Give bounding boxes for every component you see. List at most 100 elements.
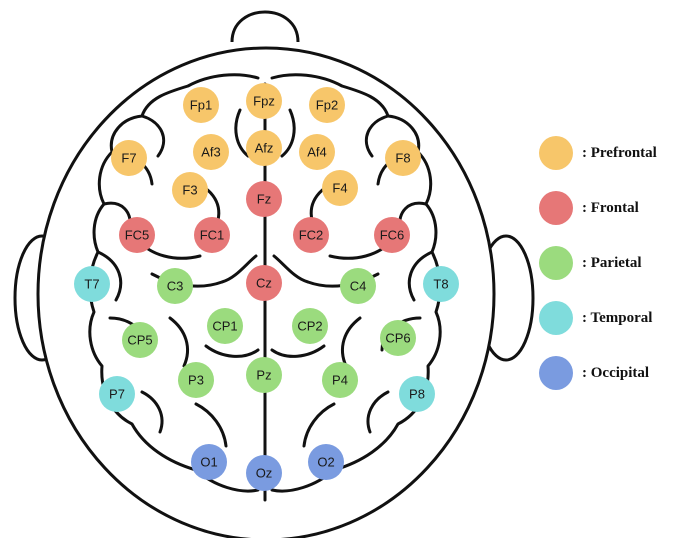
electrode-label: O1: [200, 455, 217, 470]
electrode-label: F7: [121, 151, 136, 166]
electrode-label: Cz: [256, 276, 272, 291]
electrode-label: C3: [167, 279, 184, 294]
legend-label: : Temporal: [582, 310, 652, 326]
electrode-t7: T7: [74, 266, 110, 302]
gyrus: [341, 316, 362, 368]
electrode-dot: [299, 134, 335, 170]
electrode-label: Fp1: [190, 98, 212, 113]
electrode-label: Afz: [255, 141, 274, 156]
electrode-dot: [178, 362, 214, 398]
electrode-fc6: FC6: [374, 217, 410, 253]
electrode-fz: Fz: [246, 181, 282, 217]
legend-swatch: [539, 356, 573, 390]
electrode-dot: [183, 87, 219, 123]
electrode-cz: Cz: [246, 265, 282, 301]
electrode-c3: C3: [157, 268, 193, 304]
electrode-label: F8: [395, 151, 410, 166]
electrode-f8: F8: [385, 140, 421, 176]
electrode-cp1: CP1: [207, 308, 243, 344]
electrode-fp1: Fp1: [183, 87, 219, 123]
gyrus: [234, 108, 250, 158]
legend-label: : Occipital: [582, 365, 649, 381]
gyrus: [140, 114, 165, 158]
electrode-label: CP5: [127, 333, 152, 348]
electrode-dot: [207, 308, 243, 344]
electrode-label: Fp2: [316, 98, 338, 113]
electrode-label: Pz: [256, 368, 271, 383]
electrode-label: O2: [317, 455, 334, 470]
electrode-dot: [293, 217, 329, 253]
electrode-dot: [380, 320, 416, 356]
electrode-o2: O2: [308, 444, 344, 480]
electrode-cp2: CP2: [292, 308, 328, 344]
electrode-dot: [122, 322, 158, 358]
gyrus: [407, 250, 434, 302]
legend-label: : Frontal: [582, 200, 639, 216]
electrode-dot: [74, 266, 110, 302]
gyrus: [366, 390, 390, 434]
electrode-fc5: FC5: [119, 217, 155, 253]
electrode-dot: [246, 357, 282, 393]
electrode-label: Af4: [307, 145, 327, 160]
electrode-label: Oz: [256, 466, 273, 481]
legend-swatch: [539, 246, 573, 280]
electrode-pz: Pz: [246, 357, 282, 393]
legend-swatch: [539, 191, 573, 225]
legend-swatch: [539, 301, 573, 335]
electrode-label: T8: [433, 277, 448, 292]
electrode-dot: [119, 217, 155, 253]
electrode-fc2: FC2: [293, 217, 329, 253]
gyrus: [194, 402, 228, 448]
electrode-label: CP6: [385, 331, 410, 346]
gyrus: [168, 316, 189, 368]
electrode-dot: [292, 308, 328, 344]
electrode-label: P4: [332, 373, 348, 388]
legend-item-occipital: : Occipital: [539, 356, 649, 390]
electrode-label: Af3: [201, 145, 221, 160]
electrode-f3: F3: [172, 172, 208, 208]
electrode-dot: [399, 376, 435, 412]
electrode-p8: P8: [399, 376, 435, 412]
electrode-label: P3: [188, 373, 204, 388]
electrode-cp6: CP6: [380, 320, 416, 356]
gyrus: [270, 344, 326, 358]
electrode-label: FC5: [125, 228, 150, 243]
electrode-dot: [423, 266, 459, 302]
electrode-label: FC2: [299, 228, 324, 243]
electrode-f7: F7: [111, 140, 147, 176]
electrode-label: CP2: [297, 319, 322, 334]
electrode-dot: [246, 265, 282, 301]
gyrus: [280, 108, 296, 158]
electrode-dot: [322, 170, 358, 206]
gyrus: [365, 114, 390, 158]
electrode-fpz: Fpz: [246, 83, 282, 119]
electrode-p4: P4: [322, 362, 358, 398]
gyrus: [302, 402, 336, 448]
left-hemisphere-outline: [88, 73, 260, 493]
gyrus: [96, 250, 123, 302]
legend-item-prefrontal: : Prefrontal: [539, 136, 657, 170]
gyrus: [140, 390, 164, 434]
electrode-label: Fz: [257, 192, 271, 207]
electrode-dot: [246, 455, 282, 491]
electrode-label: F4: [332, 181, 347, 196]
right-hemisphere-outline: [270, 73, 442, 493]
electrode-dot: [322, 362, 358, 398]
electrode-afz: Afz: [246, 130, 282, 166]
electrode-cp5: CP5: [122, 322, 158, 358]
electrode-fp2: Fp2: [309, 87, 345, 123]
electrode-p7: P7: [99, 376, 135, 412]
nose: [230, 10, 300, 43]
electrode-label: C4: [350, 279, 367, 294]
legend-item-frontal: : Frontal: [539, 191, 639, 225]
electrode-dot: [309, 87, 345, 123]
electrode-f4: F4: [322, 170, 358, 206]
gyrus: [204, 344, 260, 358]
electrode-fc1: FC1: [194, 217, 230, 253]
electrode-dot: [246, 181, 282, 217]
electrode-dot: [172, 172, 208, 208]
electrode-dot: [340, 268, 376, 304]
electrode-label: FC6: [380, 228, 405, 243]
legend: : Prefrontal: Frontal: Parietal: Tempora…: [539, 136, 657, 390]
